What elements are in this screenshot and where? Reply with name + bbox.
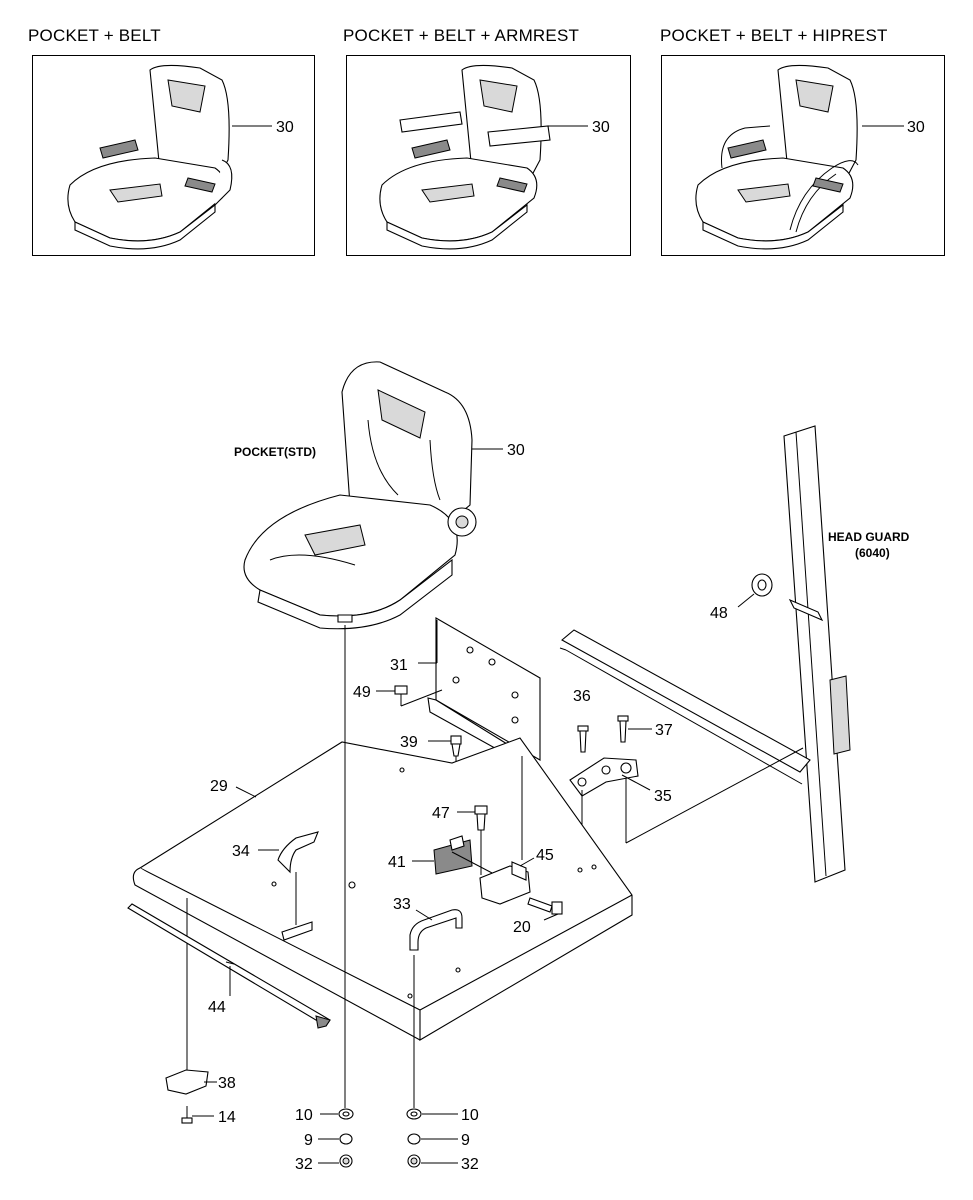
callout-37: 37 (655, 722, 673, 739)
callout-10-left: 10 (295, 1107, 313, 1124)
right-hardware-stack (406, 1108, 422, 1168)
variant-title-pocket-belt-armrest: POCKET + BELT + ARMREST (343, 26, 580, 45)
callout-33: 33 (393, 896, 411, 913)
bolt-36 (577, 725, 589, 753)
callout-39: 39 (400, 734, 418, 751)
callout-32-right: 32 (461, 1156, 479, 1173)
seat-variant-pocket-belt-hiprest (695, 64, 859, 250)
variant-title-pocket-belt: POCKET + BELT (28, 26, 161, 45)
callout-variant-2-30: 30 (592, 119, 610, 136)
callout-32-left: 32 (295, 1156, 313, 1173)
right-armrest (487, 125, 551, 147)
note-pocket-std: POCKET(STD) (234, 445, 316, 459)
handle-33 (409, 909, 463, 951)
bolt-49 (394, 685, 408, 706)
callout-variant-3-30: 30 (907, 119, 925, 136)
bolt-39 (450, 735, 462, 757)
bracket-plate-31 (427, 617, 541, 763)
seat-variant-pocket-belt (67, 64, 233, 250)
callout-34: 34 (232, 843, 250, 860)
trim-strip-44 (127, 903, 331, 1029)
callout-36: 36 (573, 688, 591, 705)
bolt-37 (617, 715, 629, 743)
variant-title-pocket-belt-hiprest: POCKET + BELT + HIPREST (660, 26, 888, 45)
block-38 (165, 1069, 209, 1095)
callout-30: 30 (507, 442, 525, 459)
callout-variant-1-30: 30 (276, 119, 294, 136)
note-head-guard: HEAD GUARD (828, 530, 910, 544)
callout-38: 38 (218, 1075, 236, 1092)
callout-47: 47 (432, 805, 450, 822)
seat-rail (559, 629, 811, 785)
main-seat (243, 361, 477, 630)
callout-45: 45 (536, 847, 554, 864)
callout-10-right: 10 (461, 1107, 479, 1124)
bracket-45 (479, 861, 531, 905)
callout-20: 20 (513, 919, 531, 936)
callout-29: 29 (210, 778, 228, 795)
callout-31: 31 (390, 657, 408, 674)
callout-9-left: 9 (304, 1132, 313, 1149)
seat-cushion (243, 494, 458, 617)
handle-34 (277, 831, 319, 925)
callout-48: 48 (710, 605, 728, 622)
screw-14 (181, 1106, 193, 1124)
note-head-guard-code: (6040) (855, 546, 890, 560)
bolt-47 (474, 805, 488, 831)
callout-14: 14 (218, 1109, 236, 1126)
left-armrest (399, 111, 463, 133)
callout-41: 41 (388, 854, 406, 871)
hinge-35 (569, 757, 639, 797)
floor-plate-29 (132, 737, 633, 1041)
callout-35: 35 (654, 788, 672, 805)
callout-49: 49 (353, 684, 371, 701)
latch-41 (433, 835, 473, 875)
callout-9-right: 9 (461, 1132, 470, 1149)
washer-48 (751, 573, 773, 597)
head-guard-post (783, 425, 851, 883)
seat-backrest (341, 361, 473, 521)
bolt-20 (527, 897, 563, 915)
callout-44: 44 (208, 999, 226, 1016)
seat-variant-pocket-belt-armrest (379, 64, 551, 250)
left-hardware-stack (338, 1108, 354, 1168)
